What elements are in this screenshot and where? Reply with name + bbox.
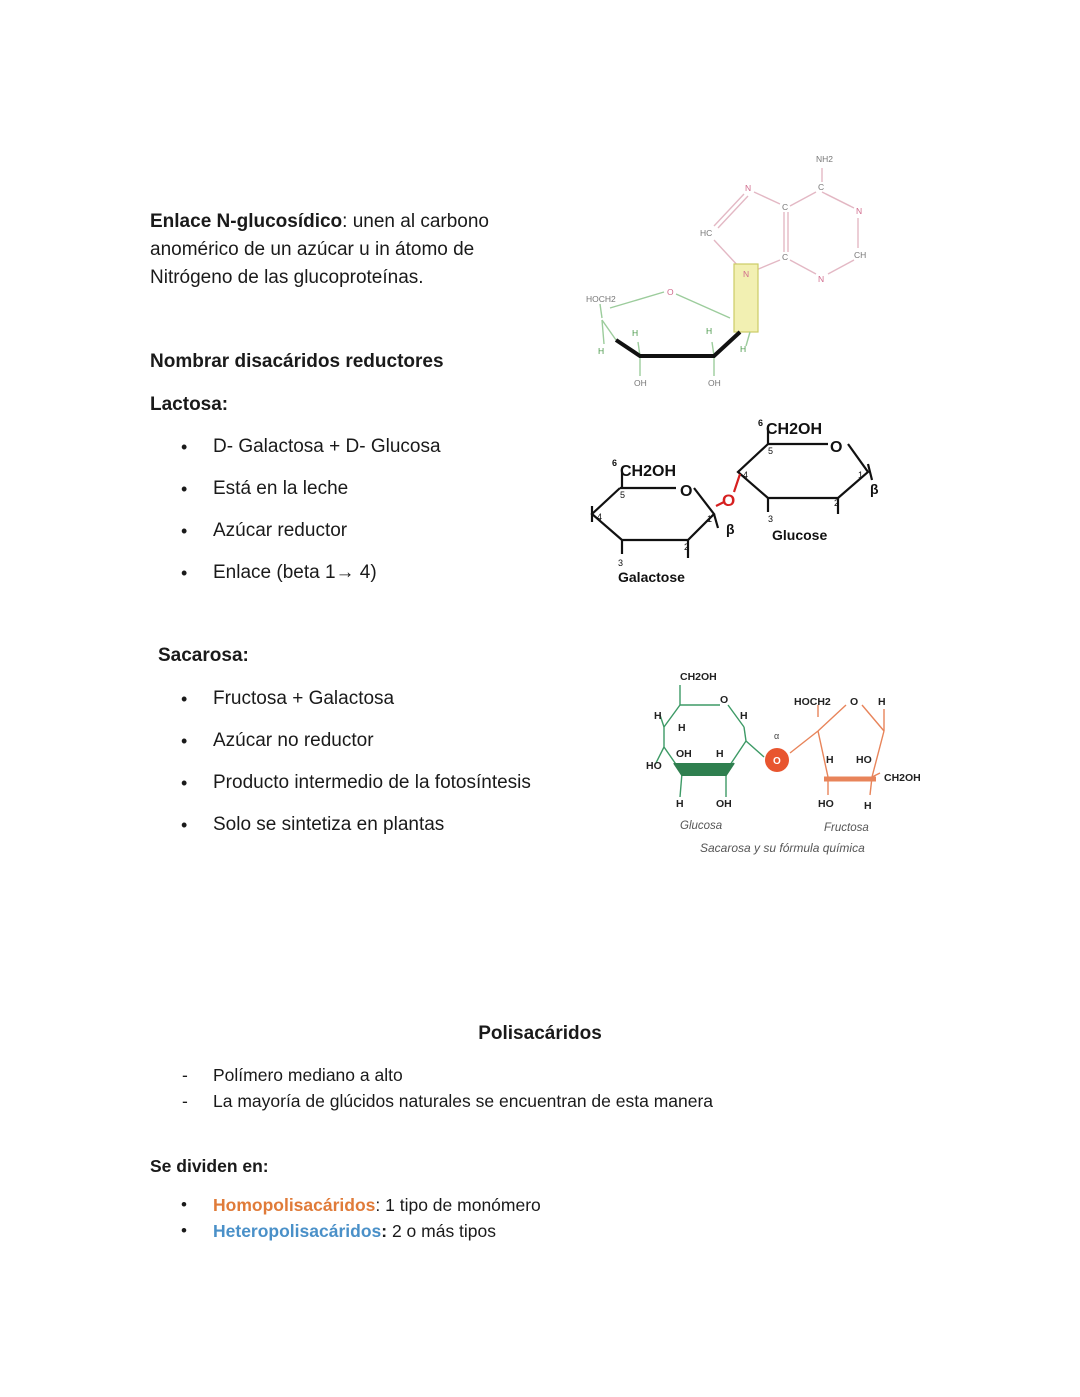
sacarosa-list: Fructosa + Galactosa Azúcar no reductor … — [150, 685, 590, 853]
n-glucosidic-definition: : unen al carbono anomérico de un azúcar… — [150, 211, 489, 288]
carbon-number: 3 — [768, 514, 773, 524]
homopolisacaridos-term: Homopolisacáridos — [213, 1195, 376, 1215]
list-item: Polímero mediano a alto — [150, 1062, 850, 1088]
atom-label: C — [782, 202, 788, 212]
divide-heading: Se dividen en: — [150, 1156, 269, 1176]
atom-label: N — [743, 269, 749, 279]
atom-label: N — [856, 206, 862, 216]
sucrose-structure-diagram: O CH2OH O H H H OH H HO H OH HOCH2 O H H… — [646, 671, 921, 855]
atom-label: H — [716, 748, 724, 760]
carbon-number: 1 — [858, 470, 863, 480]
hydroxyl-label: OH — [676, 748, 692, 760]
glucose-ring-oxygen: O — [830, 439, 842, 456]
lactosa-list: D- Galactosa + D- Glucosa Está en la lec… — [150, 433, 570, 601]
list-item: Heteropolisacáridos: 2 o más tipos — [150, 1218, 750, 1244]
atom-label: H — [678, 722, 686, 734]
list-item: Homopolisacáridos: 1 tipo de monómero — [150, 1192, 750, 1218]
fructosa-label: Fructosa — [824, 822, 869, 834]
list-item: Solo se sintetiza en plantas — [150, 811, 590, 853]
atom-label: H — [878, 696, 886, 708]
list-item: Enlace (beta 1→ 4) — [150, 559, 570, 601]
hydroxyl-label: OH — [708, 378, 721, 388]
n-glucosidic-paragraph: Enlace N-glucosídico: unen al carbono an… — [150, 208, 550, 292]
atom-label: C — [818, 182, 824, 192]
carbon-number: 1 — [707, 514, 712, 524]
list-item: Fructosa + Galactosa — [150, 685, 590, 727]
sacarosa-title: Sacarosa: — [158, 645, 249, 666]
polisacaridos-types: Homopolisacáridos: 1 tipo de monómero He… — [150, 1192, 750, 1244]
lactose-structure-diagram: CH2OH 6 CH2OH 6 O O O β β Galactose Gluc… — [590, 418, 879, 585]
atom-label: H — [826, 754, 834, 766]
n-glucosidic-term: Enlace N-glucosídico — [150, 211, 343, 232]
carbon-number: 4 — [743, 470, 748, 480]
hoch2-label: HOCH2 — [586, 294, 616, 304]
polisacaridos-points: Polímero mediano a alto La mayoría de gl… — [150, 1062, 850, 1114]
atom-label: H — [706, 326, 712, 336]
atom-label: HC — [700, 228, 712, 238]
carbon-number: 2 — [834, 498, 839, 508]
glycosidic-oxygen: O — [722, 491, 735, 510]
atom-label: H — [632, 328, 638, 338]
n-glycosidic-bond-diagram: NH2 N C N HC C CH C N N HOCH2 O H H H H … — [586, 154, 866, 388]
atom-label: H — [740, 344, 746, 354]
atom-label: H — [654, 710, 662, 722]
carbon-number: 5 — [620, 490, 625, 500]
alpha-label: α — [774, 731, 779, 741]
beta-label: β — [870, 481, 879, 497]
carbon-number: 6 — [612, 458, 617, 468]
atom-label: H — [676, 798, 684, 810]
atom-label: CH — [854, 250, 866, 260]
atom-label: C — [782, 252, 788, 262]
list-item: D- Galactosa + D- Glucosa — [150, 433, 570, 475]
reducing-disaccharides-heading: Nombrar disacáridos reductores — [150, 351, 444, 372]
carbon-number: 2 — [684, 542, 689, 552]
list-item: Azúcar no reductor — [150, 727, 590, 769]
hydroxyl-label: HO — [818, 798, 834, 810]
beta-label: β — [726, 521, 735, 537]
hydroxyl-label: OH — [634, 378, 647, 388]
atom-label: N — [745, 183, 751, 193]
carbon-number: 4 — [597, 512, 602, 522]
atom-label: H — [598, 346, 604, 356]
glycosidic-oxygen: O — [773, 756, 781, 767]
carbon-number: 3 — [618, 558, 623, 568]
galactose-label: Galactose — [618, 569, 685, 585]
homopolisacaridos-desc: : 1 tipo de monómero — [375, 1195, 541, 1215]
ring-oxygen-label: O — [850, 696, 858, 708]
fructose-ch2oh-label: CH2OH — [884, 772, 921, 784]
galactose-ch2oh-label: CH2OH — [620, 463, 676, 480]
atom-label: H — [864, 800, 872, 812]
atom-label: N — [818, 274, 824, 284]
galactose-ring-oxygen: O — [680, 483, 692, 500]
list-item: La mayoría de glúcidos naturales se encu… — [150, 1088, 850, 1114]
glucose-label: Glucose — [772, 527, 827, 543]
glucose-ch2oh-label: CH2OH — [680, 671, 717, 683]
heteropolisacaridos-term: Heteropolisacáridos — [213, 1221, 382, 1241]
polisacaridos-title: Polisacáridos — [478, 1023, 602, 1044]
ring-oxygen-label: O — [720, 694, 728, 706]
carbon-number: 6 — [758, 418, 763, 428]
sucrose-caption: Sacarosa y su fórmula química — [700, 841, 865, 855]
hydroxyl-label: OH — [716, 798, 732, 810]
list-item: Está en la leche — [150, 475, 570, 517]
nh2-label: NH2 — [816, 154, 833, 164]
lactosa-title: Lactosa: — [150, 394, 229, 415]
glucosa-label: Glucosa — [680, 820, 722, 832]
ring-oxygen-label: O — [667, 287, 674, 297]
glucose-ch2oh-label: CH2OH — [766, 421, 822, 438]
list-item: Producto intermedio de la fotosíntesis — [150, 769, 590, 811]
fructose-hoch2-label: HOCH2 — [794, 696, 831, 708]
list-item: Azúcar reductor — [150, 517, 570, 559]
atom-label: H — [740, 710, 748, 722]
heteropolisacaridos-colon: : — [381, 1221, 388, 1241]
carbon-number: 5 — [768, 446, 773, 456]
hydroxyl-label: HO — [856, 754, 872, 766]
hydroxyl-label: HO — [646, 760, 662, 772]
heteropolisacaridos-desc: 2 o más tipos — [387, 1221, 497, 1241]
